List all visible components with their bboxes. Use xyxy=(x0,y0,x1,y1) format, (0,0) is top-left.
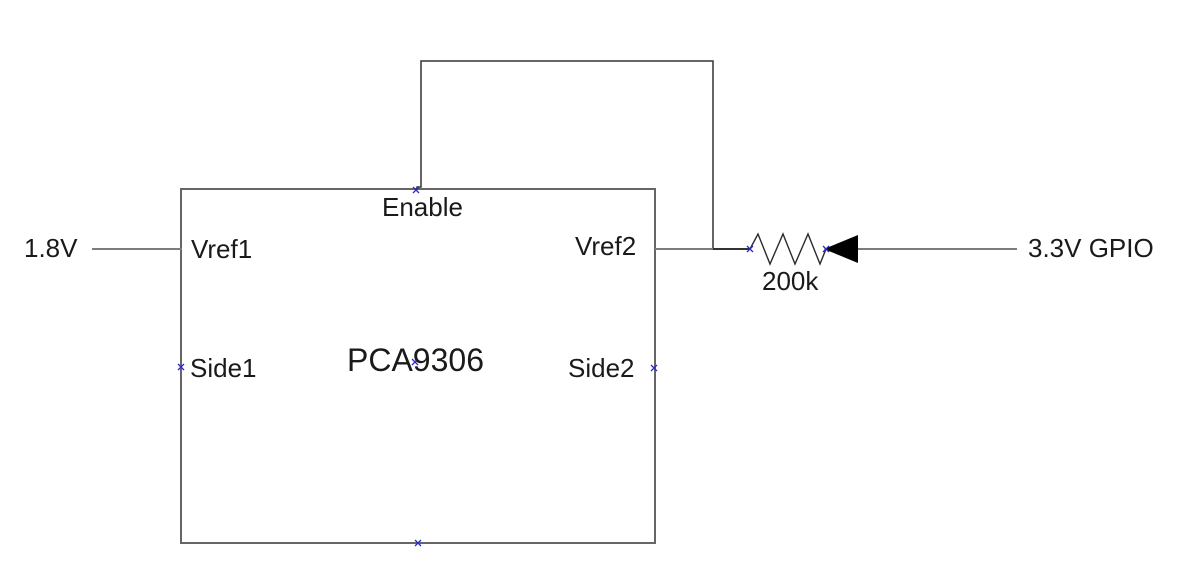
net-label-gpio: 3.3V GPIO xyxy=(1028,233,1154,263)
x-marker-side1-pin xyxy=(177,363,185,371)
x-marker-enable-pin xyxy=(412,186,420,194)
arrow-left-icon xyxy=(824,235,858,263)
x-marker-resistor-left xyxy=(746,245,754,253)
pin-label-vref2: Vref2 xyxy=(575,231,637,261)
wire-enable-loop xyxy=(416,60,714,249)
pin-label-vref1: Vref1 xyxy=(191,234,253,264)
x-marker-component-center xyxy=(411,358,419,366)
net-label-1v8: 1.8V xyxy=(24,233,78,263)
connection-markers xyxy=(177,186,830,547)
pin-label-side2: Side2 xyxy=(568,353,635,383)
resistor-value-label: 200k xyxy=(762,266,819,296)
resistor-icon xyxy=(749,232,827,266)
x-marker-bottom-pin xyxy=(414,539,422,547)
x-marker-side2-pin xyxy=(650,364,658,372)
component-name: PCA9306 xyxy=(347,342,484,378)
x-marker-resistor-right xyxy=(822,245,830,253)
pin-label-enable: Enable xyxy=(382,192,463,222)
pin-label-side1: Side1 xyxy=(190,353,257,383)
